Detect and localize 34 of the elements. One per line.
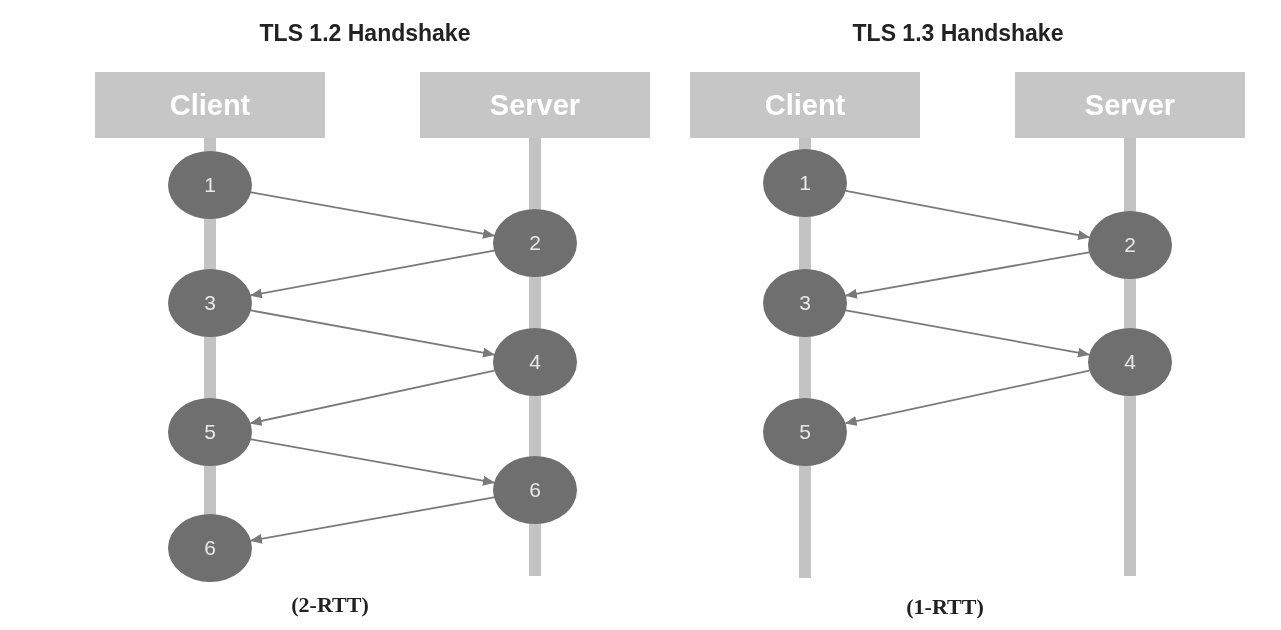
step-number: 2	[1124, 233, 1136, 257]
arrow	[250, 438, 495, 486]
step-number: 4	[1124, 350, 1136, 374]
step-number: 6	[204, 536, 216, 560]
arrow	[845, 251, 1090, 299]
participant-label: Client	[169, 88, 251, 122]
round-trip-note: (1-RTT)	[906, 594, 984, 620]
step-number: 1	[799, 171, 811, 195]
step-number: 5	[204, 420, 216, 444]
step-number: 1	[204, 173, 216, 197]
round-trip-note: (2-RTT)	[291, 592, 369, 618]
arrow	[249, 369, 496, 426]
arrow	[250, 309, 495, 358]
participant-box	[420, 72, 650, 138]
step-number: 3	[799, 291, 811, 315]
arrow	[845, 309, 1090, 358]
arrow	[845, 189, 1091, 241]
step-number: 3	[204, 291, 216, 315]
participant-label: Server	[1084, 88, 1176, 122]
arrow	[844, 369, 1091, 426]
step-number: 2	[529, 231, 541, 255]
arrow	[250, 496, 495, 544]
diagram-heading: TLS 1.3 Handshake	[852, 20, 1064, 47]
diagram-heading: TLS 1.2 Handshake	[259, 20, 471, 47]
participant-box	[690, 72, 920, 138]
arrow	[249, 249, 495, 299]
arrow	[250, 191, 495, 239]
participant-box	[1015, 72, 1245, 138]
step-number: 6	[529, 478, 541, 502]
step-number: 5	[799, 420, 811, 444]
participant-box	[95, 72, 325, 138]
participant-label: Client	[764, 88, 846, 122]
participant-label: Server	[489, 88, 581, 122]
step-number: 4	[529, 350, 541, 374]
